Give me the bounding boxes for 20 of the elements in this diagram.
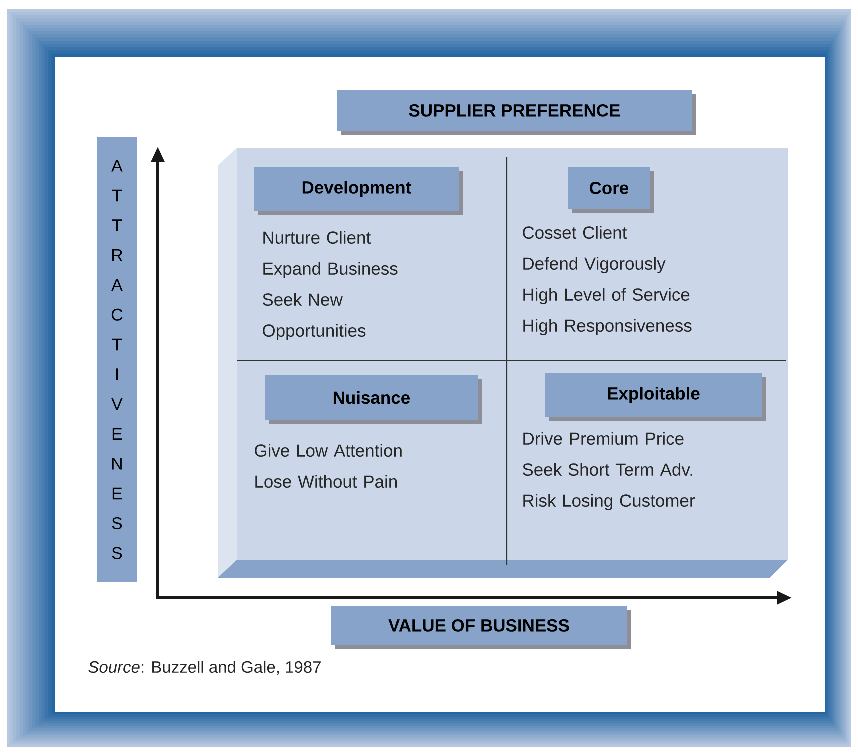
list-item: High Responsiveness xyxy=(524,319,692,336)
source-note: Source: Buzzell and Gale, 1987 xyxy=(88,660,321,676)
list-item: Seek Short Term Adv. xyxy=(523,463,692,476)
list-item: Nurture Client xyxy=(264,231,371,244)
quadrant-header-box: Development xyxy=(254,167,463,215)
list-item: Lose Without Pain xyxy=(256,475,397,488)
list-item: Give Low Attention xyxy=(255,444,402,458)
list-item: High Level of Service xyxy=(524,288,690,305)
list-item: Expand Business xyxy=(264,262,398,279)
list-item: Drive Premium Price xyxy=(524,432,684,446)
quadrant-header-box: Nuisance xyxy=(265,375,482,424)
quadrant-header-box: Core xyxy=(568,167,654,213)
list-item: Seek New Opportunities xyxy=(263,293,366,341)
quadrant-header-box: Exploitable xyxy=(545,373,766,421)
list-item: Defend Vigorously xyxy=(524,257,666,274)
list-item: Risk Losing Customer xyxy=(524,494,695,511)
axis-title-box: VALUE OF BUSINESS xyxy=(331,606,632,649)
list-item: Cosset Client xyxy=(523,226,628,240)
axis-title-box: SUPPLIER PREFERENCE xyxy=(337,90,696,135)
axis-title-box: ATTRACTIVENESS xyxy=(97,137,138,582)
